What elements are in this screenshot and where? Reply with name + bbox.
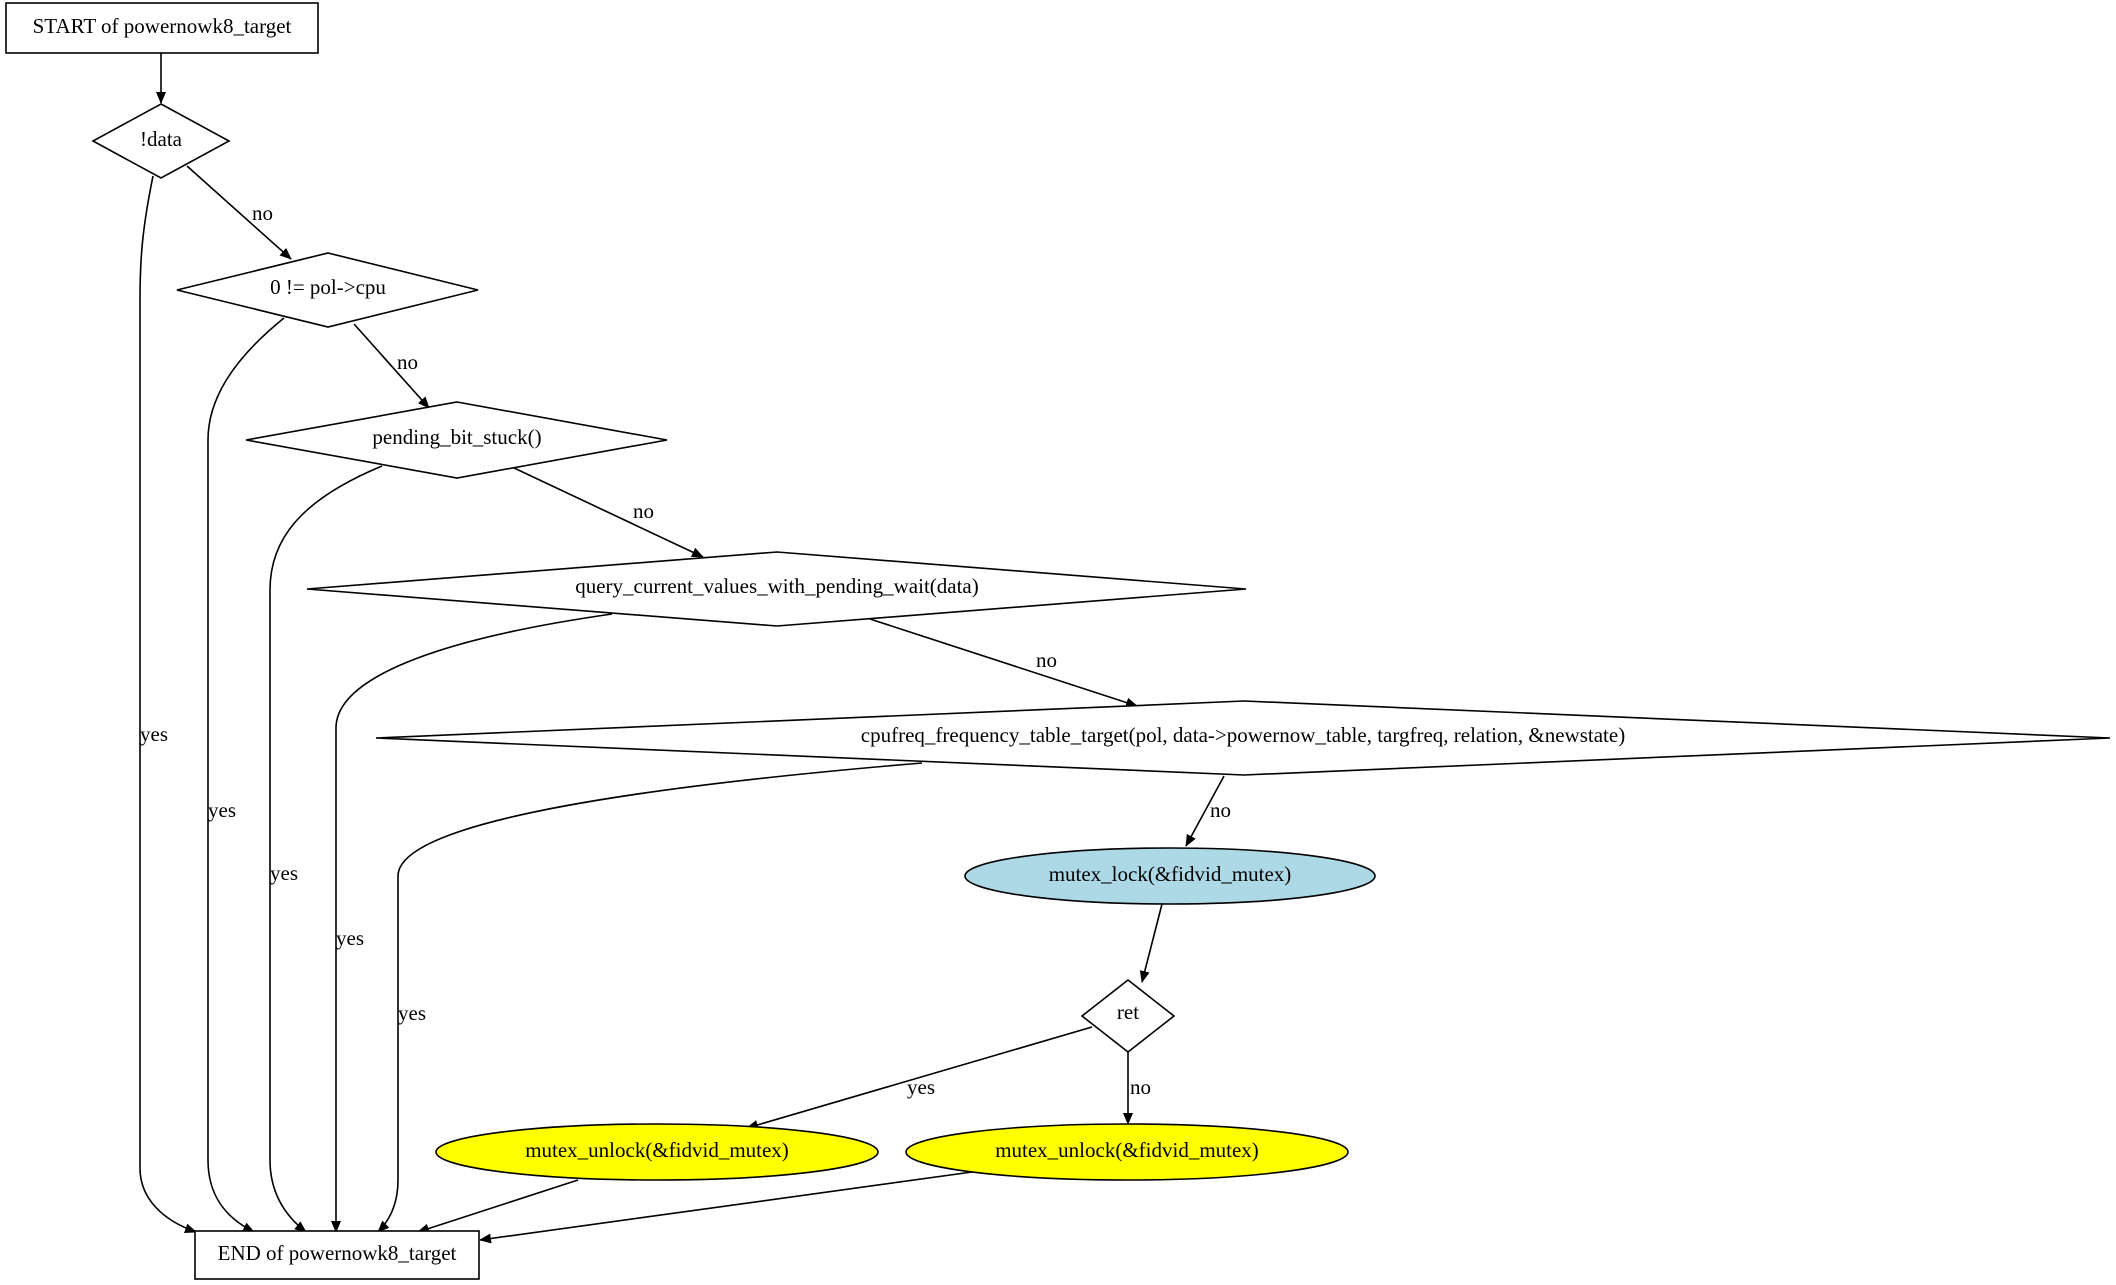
decision-cpufreq-target: cpufreq_frequency_table_target(pol, data… — [375, 700, 2111, 776]
mutex-unlock-no-node: mutex_unlock(&fidvid_mutex) — [905, 1123, 1349, 1181]
edge-label-cpu-no: no — [397, 350, 418, 374]
edge-label-data-yes: yes — [140, 722, 168, 746]
edge-ret-yes — [746, 1026, 1093, 1130]
edge-labels: no yes no yes no yes no yes no yes yes n… — [140, 201, 1231, 1099]
edge-cpufreq-yes — [377, 762, 923, 1233]
mutex-unlock-yes-label: mutex_unlock(&fidvid_mutex) — [525, 1138, 789, 1162]
edge-query-no — [869, 618, 1138, 708]
decision-data-null-label: !data — [140, 127, 183, 151]
decision-query-values: query_current_values_with_pending_wait(d… — [306, 551, 1247, 627]
edge-label-data-no: no — [252, 201, 273, 225]
end-node: END of powernowk8_target — [194, 1230, 480, 1280]
mutex-unlock-yes-node: mutex_unlock(&fidvid_mutex) — [435, 1123, 879, 1181]
decision-ret-label: ret — [1117, 1000, 1139, 1024]
edge-query-yes — [331, 613, 613, 1233]
decision-pol-cpu: 0 != pol->cpu — [176, 252, 479, 328]
decision-query-values-label: query_current_values_with_pending_wait(d… — [575, 574, 979, 598]
start-node: START of powernowk8_target — [5, 2, 319, 54]
mutex-lock-node: mutex_lock(&fidvid_mutex) — [964, 847, 1376, 905]
end-node-label: END of powernowk8_target — [218, 1241, 457, 1265]
edge-cpufreq-no — [1185, 775, 1225, 847]
edge-unlock-no-to-end — [479, 1171, 973, 1244]
edge-cpu-yes — [207, 317, 285, 1233]
edges — [139, 53, 1225, 1244]
edge-lock-to-ret — [1139, 903, 1163, 983]
edge-label-query-yes: yes — [336, 926, 364, 950]
edge-data-yes — [139, 175, 197, 1234]
decision-ret: ret — [1080, 978, 1176, 1054]
decision-pending-bit: pending_bit_stuck() — [245, 401, 668, 479]
edge-label-query-no: no — [1036, 648, 1057, 672]
nodes: START of powernowk8_target !data 0 != po… — [5, 2, 2111, 1280]
decision-pol-cpu-label: 0 != pol->cpu — [270, 275, 386, 299]
edge-label-cpufreq-yes: yes — [398, 1001, 426, 1025]
edge-cpu-no — [353, 323, 430, 409]
edge-pending-no — [511, 466, 704, 558]
edge-label-pending-yes: yes — [270, 861, 298, 885]
decision-data-null: !data — [91, 103, 231, 179]
mutex-unlock-no-label: mutex_unlock(&fidvid_mutex) — [995, 1138, 1259, 1162]
edge-unlock-yes-to-end — [417, 1179, 579, 1234]
edge-label-pending-no: no — [633, 499, 654, 523]
edge-label-cpu-yes: yes — [208, 798, 236, 822]
edge-pending-yes — [269, 465, 383, 1233]
start-node-label: START of powernowk8_target — [33, 14, 292, 38]
edge-label-ret-yes: yes — [907, 1075, 935, 1099]
edge-data-no — [186, 165, 292, 260]
edge-label-ret-no: no — [1130, 1075, 1151, 1099]
edge-label-cpufreq-no: no — [1210, 798, 1231, 822]
decision-cpufreq-target-label: cpufreq_frequency_table_target(pol, data… — [861, 723, 1625, 747]
decision-pending-bit-label: pending_bit_stuck() — [372, 425, 541, 449]
mutex-lock-label: mutex_lock(&fidvid_mutex) — [1049, 862, 1292, 886]
